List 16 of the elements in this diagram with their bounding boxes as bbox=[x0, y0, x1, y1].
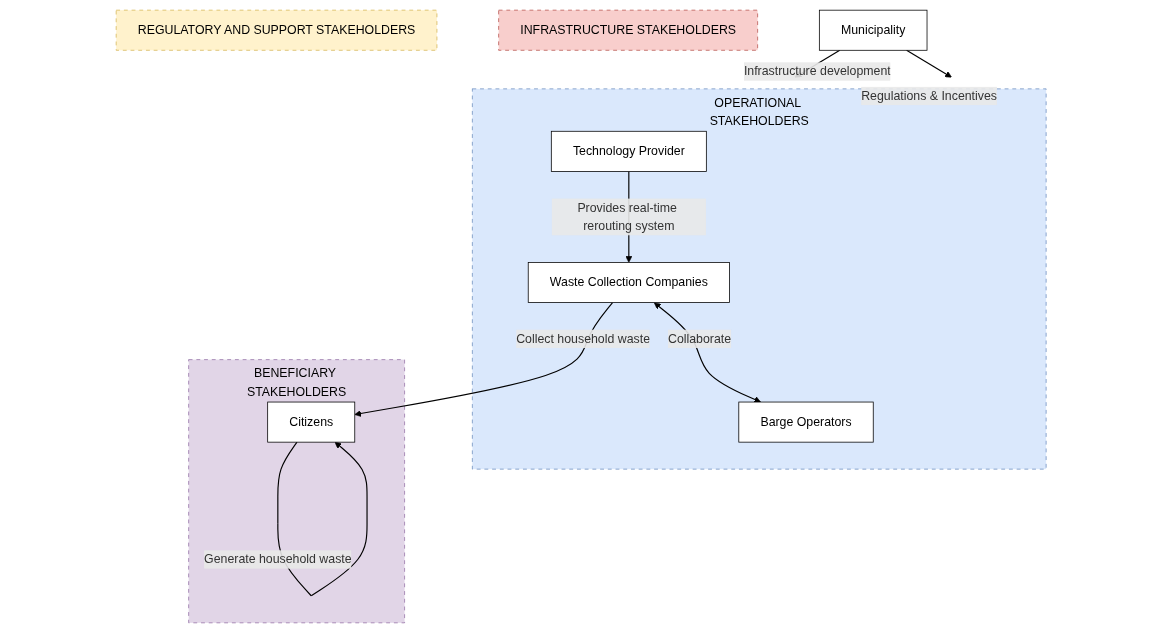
edge-label: Collaborate bbox=[667, 331, 731, 345]
node-box: Citizens bbox=[267, 401, 355, 443]
node-box: REGULATORY AND SUPPORT STAKEHOLDERS bbox=[115, 9, 438, 51]
node-box: Barge Operators bbox=[738, 401, 874, 443]
edge-label: Infrastructure development bbox=[743, 64, 891, 78]
edge-label: Generate household waste bbox=[203, 552, 352, 566]
edge-label: Provides real-time rerouting system bbox=[577, 200, 677, 233]
arrow bbox=[653, 302, 761, 403]
arrow bbox=[905, 49, 952, 78]
node-box: Technology Provider bbox=[550, 130, 707, 172]
edge-label: Collect household waste bbox=[516, 331, 650, 345]
node-box: INFRASTRUCTURE STAKEHOLDERS bbox=[498, 9, 758, 51]
edge-label: Regulations & Incentives bbox=[861, 89, 997, 103]
node-box: Waste Collection Companies bbox=[527, 262, 730, 303]
arrow bbox=[354, 301, 613, 417]
node-box: Municipality bbox=[818, 9, 928, 51]
